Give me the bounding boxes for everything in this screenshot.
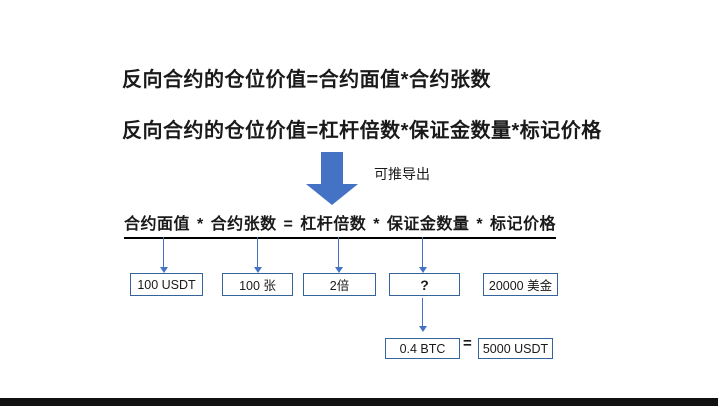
formula-term-contract-face-value: 合约面值 xyxy=(124,216,191,233)
derivation-note: 可推导出 xyxy=(374,166,430,182)
down-arrow-connector-quantity xyxy=(254,237,262,273)
formula-term-contract-quantity: 合约张数 xyxy=(210,216,277,233)
result-equals-sign: = xyxy=(463,335,472,352)
formula-term-margin-amount: 保证金数量 xyxy=(386,216,470,233)
value-box-mark-price: 20000 美金 xyxy=(483,273,558,296)
formula-operator-multiply-1: * xyxy=(196,216,204,233)
down-arrow-connector-face-value xyxy=(160,237,168,273)
slide-footer-bar xyxy=(0,398,718,406)
formula-operator-multiply-3: * xyxy=(476,216,484,233)
down-arrow-head xyxy=(306,184,358,205)
down-arrow-connector-leverage xyxy=(335,237,343,273)
down-arrow-connector-result xyxy=(419,298,427,332)
formula-term-mark-price: 标记价格 xyxy=(489,216,556,233)
formula-term-leverage: 杠杆倍数 xyxy=(300,216,367,233)
down-arrow-connector-margin xyxy=(419,237,427,273)
result-box-btc: 0.4 BTC xyxy=(385,338,460,359)
formula-heading-position-value-2: 反向合约的仓位价值=杠杆倍数*保证金数量*标记价格 xyxy=(122,120,602,142)
value-box-leverage: 2倍 xyxy=(303,273,376,296)
formula-operator-multiply-2: * xyxy=(373,216,380,233)
formula-heading-position-value-1: 反向合约的仓位价值=合约面值*合约张数 xyxy=(122,69,491,91)
down-arrow-shaft xyxy=(321,152,343,184)
derived-formula-row: 合约面值 * 合约张数 = 杠杆倍数 * 保证金数量 * 标记价格 xyxy=(124,210,556,239)
value-box-quantity: 100 张 xyxy=(222,273,293,296)
value-box-face-value: 100 USDT xyxy=(130,273,203,296)
formula-operator-equals: = xyxy=(283,216,294,233)
value-box-margin-unknown: ? xyxy=(389,273,460,296)
result-box-usdt: 5000 USDT xyxy=(478,338,553,359)
